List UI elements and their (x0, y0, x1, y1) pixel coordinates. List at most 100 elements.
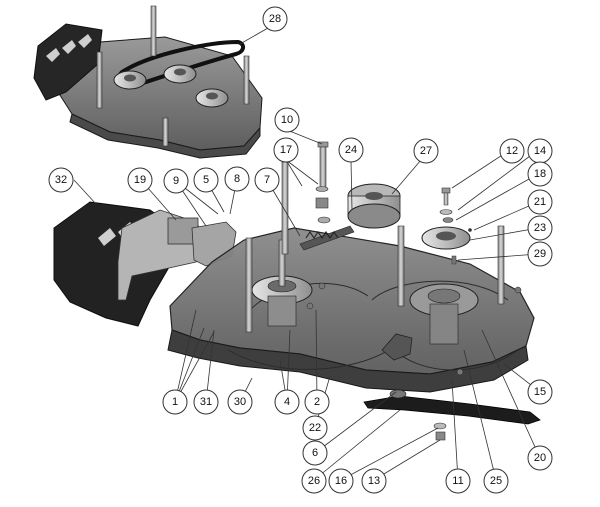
svg-text:14: 14 (534, 145, 546, 157)
callout-27: 27 (413, 138, 439, 164)
svg-text:19: 19 (134, 174, 146, 186)
callout-17: 17 (273, 137, 299, 163)
svg-text:4: 4 (284, 396, 290, 408)
callout-30: 30 (227, 389, 253, 415)
callout-6: 6 (302, 440, 328, 466)
svg-text:12: 12 (506, 145, 518, 157)
callout-13: 13 (361, 468, 387, 494)
bolt-12 (441, 187, 451, 206)
svg-text:15: 15 (534, 386, 546, 398)
svg-text:17: 17 (280, 144, 292, 156)
svg-text:20: 20 (534, 452, 546, 464)
callout-11: 11 (445, 468, 471, 494)
callout-10: 10 (274, 107, 300, 133)
part-21 (468, 228, 472, 232)
svg-text:21: 21 (534, 196, 546, 208)
deck-stud-2 (306, 302, 314, 310)
deck-stud-1 (318, 282, 326, 290)
svg-text:5: 5 (203, 174, 209, 186)
small-deck-assembly (33, 5, 263, 159)
svg-text:10: 10 (281, 114, 293, 126)
callout-8: 8 (224, 166, 250, 192)
svg-text:8: 8 (234, 173, 240, 185)
spindle-right (409, 283, 479, 345)
small-deck-post-1 (150, 5, 157, 57)
main-deck-inner-arc-right (371, 280, 509, 301)
key-29 (451, 255, 457, 265)
main-deck-skirt (167, 329, 529, 393)
svg-text:13: 13 (368, 475, 380, 487)
svg-text:31: 31 (200, 396, 212, 408)
svg-text:27: 27 (420, 145, 432, 157)
mower-blade (363, 395, 541, 425)
washer-16 (433, 422, 447, 430)
callout-23: 23 (527, 215, 553, 241)
post-a (281, 161, 289, 255)
svg-text:16: 16 (335, 475, 347, 487)
small-deck-post-4 (162, 117, 169, 147)
svg-text:28: 28 (269, 13, 281, 25)
callout-32: 32 (48, 167, 74, 193)
callout-1: 1 (162, 389, 188, 415)
baffle-bracket (381, 333, 413, 361)
bolt-10 (317, 141, 329, 188)
svg-text:1: 1 (172, 396, 178, 408)
idler-hardware-stack (315, 186, 331, 224)
svg-text:2: 2 (314, 396, 320, 408)
callout-15: 15 (527, 379, 553, 405)
idler-pulley-27 (347, 183, 401, 229)
small-deck-pulley-center (163, 64, 197, 84)
svg-text:18: 18 (534, 168, 546, 180)
callout-31: 31 (193, 389, 219, 415)
svg-text:25: 25 (490, 475, 502, 487)
nut-18 (442, 217, 454, 223)
callout-19: 19 (127, 167, 153, 193)
small-deck-post-2 (243, 55, 250, 105)
callout-25: 25 (483, 468, 509, 494)
svg-text:11: 11 (452, 475, 463, 487)
leader-lines (73, 27, 541, 481)
svg-text:22: 22 (309, 422, 321, 434)
post-c (397, 225, 405, 307)
callout-18: 18 (527, 161, 553, 187)
svg-text:26: 26 (308, 475, 320, 487)
tension-spring (305, 231, 339, 239)
small-deck-pulley-left (113, 70, 147, 90)
callout-22: 22 (302, 415, 328, 441)
callout-26: 26 (301, 468, 327, 494)
callout-4: 4 (274, 389, 300, 415)
small-deck-logo (46, 34, 92, 62)
svg-text:9: 9 (173, 175, 179, 187)
svg-text:7: 7 (264, 174, 270, 186)
callout-21: 21 (527, 189, 553, 215)
bolt-13 (435, 431, 446, 441)
spindle-left (251, 239, 313, 327)
post-b (245, 237, 253, 333)
callout-2: 2 (304, 389, 330, 415)
blade-adapter (389, 389, 407, 399)
svg-text:29: 29 (534, 248, 546, 260)
small-deck-post-3 (96, 51, 103, 109)
callout-20: 20 (527, 445, 553, 471)
pulley-23 (421, 226, 471, 250)
callout-5: 5 (193, 167, 219, 193)
svg-text:32: 32 (55, 174, 67, 186)
callout-12: 12 (499, 138, 525, 164)
callout-9: 9 (163, 168, 189, 194)
callout-29: 29 (527, 241, 553, 267)
small-deck-pulley-right (195, 88, 229, 108)
washer-14 (439, 209, 453, 215)
callouts: 28 10 17 24 27 12 14 18 21 23 29 32 19 9… (48, 6, 553, 494)
small-deck-skirt (69, 113, 261, 159)
svg-text:24: 24 (345, 144, 357, 156)
deck-stud-3 (514, 286, 522, 294)
svg-text:6: 6 (312, 447, 318, 459)
callout-28: 28 (262, 6, 288, 32)
svg-text:30: 30 (234, 396, 246, 408)
callout-24: 24 (338, 137, 364, 163)
callout-16: 16 (328, 468, 354, 494)
deck-stud-4 (456, 368, 464, 376)
idler-arm (299, 225, 355, 251)
